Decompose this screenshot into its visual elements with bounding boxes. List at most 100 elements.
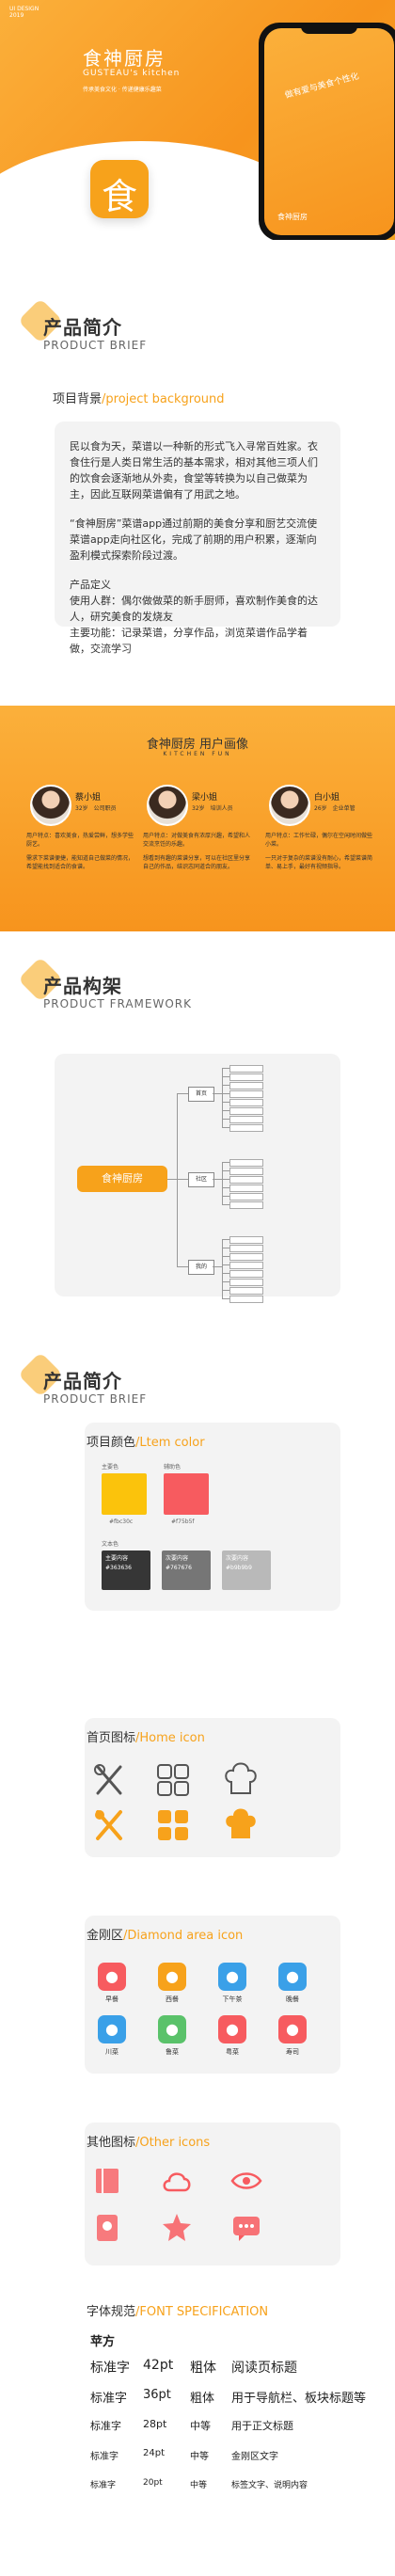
font-spec-d: 标签文字、说明内容 bbox=[231, 2481, 308, 2490]
diamond-icon-8: ● bbox=[278, 2015, 307, 2043]
aux-color-hex: #f75b5f bbox=[171, 1519, 195, 1525]
diamond-icon-label: 西餐 bbox=[166, 1996, 179, 2003]
framework-leaf bbox=[229, 1193, 263, 1201]
connector bbox=[222, 1256, 229, 1257]
font-spec-c: 粗体 bbox=[190, 2361, 216, 2376]
diamond-icon-7: ● bbox=[218, 2015, 246, 2043]
font-family-name: 苹方 bbox=[90, 2335, 116, 2349]
font-spec-b: 28pt bbox=[143, 2418, 167, 2430]
main-color-label: 主要色 bbox=[102, 1464, 119, 1471]
text-color-primary-label: 主要内容 bbox=[105, 1555, 129, 1562]
persona-meta: 32岁 公司职员 bbox=[75, 805, 117, 812]
font-spec-a: 标准字 bbox=[90, 2481, 117, 2490]
chat-icon bbox=[233, 2217, 260, 2241]
font-spec-c: 中等 bbox=[190, 2452, 209, 2462]
connector bbox=[222, 1187, 229, 1188]
text-color-secondary: 次要内容 #767676 bbox=[162, 1550, 211, 1590]
framework-node-home: 首页 bbox=[188, 1087, 214, 1102]
font-spec-a: 标准字 bbox=[90, 2361, 130, 2376]
framework-leaf bbox=[229, 1090, 263, 1098]
utensils-filled-icon bbox=[95, 1810, 122, 1840]
persona-name: 梁小姐 bbox=[192, 793, 218, 803]
framework-leaf bbox=[229, 1065, 263, 1073]
diamond-label-cn: 金刚区 bbox=[87, 1929, 124, 1943]
book-icon bbox=[96, 2169, 118, 2193]
brief-section-header: 产品简介 PRODUCT BRIEF bbox=[17, 297, 361, 358]
persona-desc: 用户特点：对做美食有浓厚兴趣，希望和人交流烹饪的乐趣。 想看到有趣的菜谱分享，可… bbox=[143, 832, 254, 877]
connector bbox=[222, 1085, 229, 1086]
connector bbox=[177, 1093, 178, 1266]
eye-icon bbox=[230, 2172, 262, 2189]
diamond-icon-label: 鲁菜 bbox=[166, 2048, 179, 2056]
font-spec-b: 36pt bbox=[143, 2388, 171, 2402]
app-subtitle: GUSTEAU's kitchen bbox=[83, 69, 181, 78]
diamond-label-en: /Diamond area icon bbox=[123, 1929, 244, 1943]
text-color-primary: 主要内容 #363636 bbox=[102, 1550, 150, 1590]
diamond-icon-2: ● bbox=[158, 1963, 186, 1991]
diamond-icon-label: 早餐 bbox=[105, 1996, 118, 2003]
bg-label-cn: 项目背景 bbox=[53, 392, 103, 406]
framework-leaf bbox=[229, 1245, 263, 1252]
connector bbox=[177, 1093, 188, 1094]
persona-desc-2: 需求下菜谱便捷，能知道自己做菜的情况，希望能找到适合的食谱。 bbox=[26, 855, 134, 870]
phone-screen: 做有爱与美食个性化 食神厨房 bbox=[264, 28, 394, 235]
framework-leaf bbox=[229, 1082, 263, 1089]
other-icon-card bbox=[85, 2123, 340, 2266]
main-color-swatch bbox=[102, 1473, 147, 1515]
color-label: 项目颜色/Ltem color bbox=[87, 1432, 205, 1450]
aux-color-swatch bbox=[164, 1473, 209, 1515]
color-label-en: /Ltem color bbox=[135, 1436, 205, 1450]
framework-leaf bbox=[229, 1124, 263, 1132]
brief-subtitle: PRODUCT BRIEF bbox=[43, 339, 148, 352]
main-color-hex: #fbc30c bbox=[109, 1519, 134, 1525]
home-icon-card bbox=[85, 1718, 340, 1857]
connector bbox=[213, 1093, 222, 1094]
bg-label-en: /project background bbox=[102, 392, 225, 406]
text-color-tertiary: 次要内容 #b9b9b9 bbox=[222, 1550, 271, 1590]
framework-node-community: 社区 bbox=[188, 1172, 214, 1187]
framework-leaf bbox=[229, 1236, 263, 1244]
diamond-icon-label: 晚餐 bbox=[286, 1996, 299, 2003]
framework-title: 产品构架 bbox=[43, 975, 122, 997]
font-spec-label: 字体规范/FONT SPECIFICATION bbox=[87, 2301, 268, 2319]
persona-desc-1: 用户特点：工作忙碌，偶尔在空闲时间做些小菜。 bbox=[265, 833, 373, 848]
certificate-icon bbox=[97, 2215, 118, 2241]
framework-section-header: 产品构架 PRODUCT FRAMEWORK bbox=[17, 956, 361, 1016]
framework-leaf bbox=[229, 1262, 263, 1269]
framework-leaf bbox=[229, 1176, 263, 1184]
font-label-en: /FONT SPECIFICATION bbox=[135, 2305, 269, 2319]
persona-meta: 32岁 培训人员 bbox=[192, 805, 233, 812]
font-spec-b: 20pt bbox=[143, 2478, 163, 2488]
persona-meta: 26岁 企业单管 bbox=[314, 805, 356, 812]
app-logo: 食 bbox=[90, 160, 149, 218]
connector bbox=[222, 1239, 229, 1240]
connector bbox=[222, 1298, 229, 1299]
connector bbox=[222, 1076, 229, 1077]
phone-slogan: 做有爱与美食个性化 bbox=[283, 72, 360, 102]
connector bbox=[222, 1264, 229, 1265]
text-color-label: 文本色 bbox=[102, 1541, 119, 1548]
grid-filled-icon bbox=[158, 1810, 188, 1840]
grid-outline-icon bbox=[157, 1764, 189, 1796]
framework-leaf bbox=[229, 1201, 263, 1209]
connector bbox=[222, 1290, 229, 1291]
connector bbox=[222, 1204, 229, 1205]
ui-design-tag: UI DESIGN 2019 bbox=[9, 6, 39, 19]
ui-tag-line2: 2019 bbox=[9, 12, 24, 19]
font-spec-d: 用于导航栏、板块标题等 bbox=[231, 2392, 367, 2406]
diamond-icon-label: 下午茶 bbox=[222, 1996, 243, 2003]
persona-name: 白小姐 bbox=[314, 793, 340, 803]
phone-brand: 食神厨房 bbox=[277, 213, 308, 221]
connector bbox=[177, 1179, 188, 1180]
framework-leaf bbox=[229, 1159, 263, 1167]
font-label-cn: 字体规范 bbox=[87, 2305, 136, 2319]
other-label-en: /Other icons bbox=[135, 2136, 211, 2150]
brief-text: 民以食为天，菜谱以一种新的形式飞入寻常百姓家。衣食住行是人类日常生活的基本需求，… bbox=[70, 438, 325, 670]
brief-title: 产品简介 bbox=[43, 316, 122, 339]
style-subtitle: PRODUCT BRIEF bbox=[43, 1392, 148, 1406]
framework-leaf bbox=[229, 1168, 263, 1175]
connector bbox=[222, 1119, 229, 1120]
